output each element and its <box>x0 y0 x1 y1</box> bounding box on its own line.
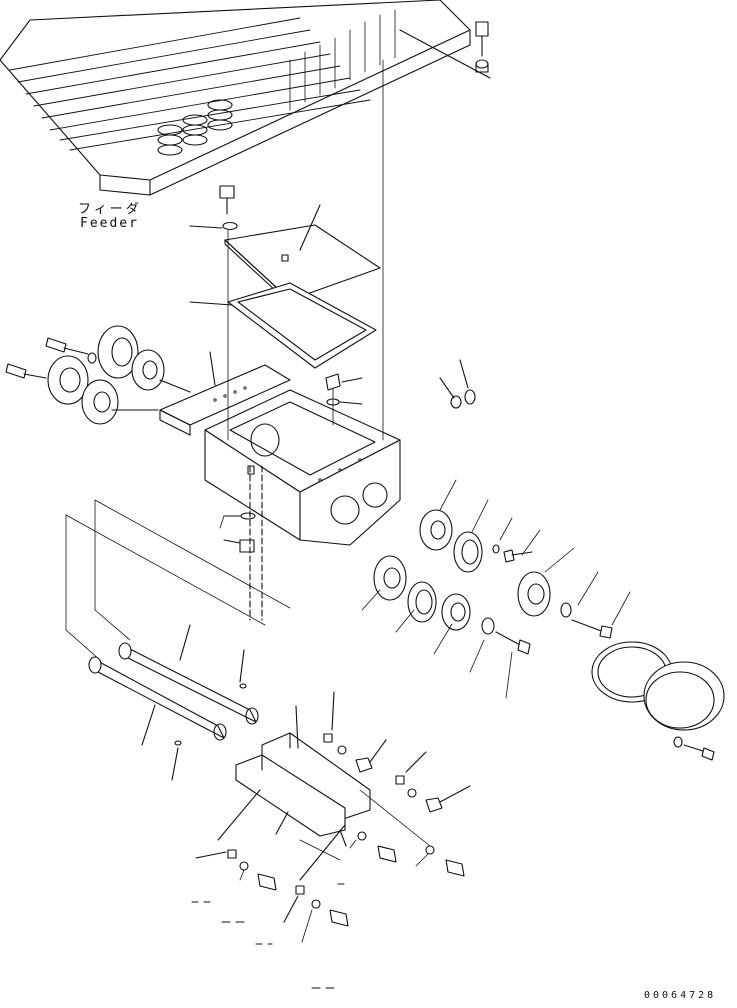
callout-marks <box>192 884 344 988</box>
plug-right <box>326 374 362 405</box>
fastener-set-1 <box>324 692 386 772</box>
bolt-end-cover <box>674 737 714 760</box>
shaft-frame-lines <box>66 500 290 660</box>
leader-lines <box>220 480 630 942</box>
bolt-top-right <box>400 22 490 78</box>
gasket <box>190 283 376 368</box>
washer-right-2 <box>561 603 571 617</box>
bolt-lower <box>496 632 530 654</box>
pin-lower <box>172 741 181 780</box>
fastener-set-5 <box>196 790 276 890</box>
bolt-right-2 <box>572 620 612 638</box>
gear-right <box>518 572 550 616</box>
seal-plate-right <box>454 532 482 572</box>
pin-upper <box>240 650 246 688</box>
flange-left <box>48 356 88 404</box>
seal-plate-lower <box>408 582 436 622</box>
washer-right-1 <box>493 545 499 553</box>
bearing-cap-left <box>98 326 138 378</box>
gear-lower <box>442 594 470 630</box>
fastener-set-3 <box>340 830 396 862</box>
fastener-set-6 <box>284 825 348 926</box>
shaft-upper <box>119 643 258 724</box>
washer-lower <box>482 618 494 634</box>
feeder-assembly <box>0 0 470 195</box>
bearing-right-2 <box>374 556 406 600</box>
bolt-left-upper <box>46 338 88 354</box>
end-cover <box>644 662 724 730</box>
drawing-number: 00064728 <box>644 990 717 1001</box>
washer-left <box>88 353 96 363</box>
bearing-right-1 <box>420 510 452 550</box>
feeder-label-english: Feeder <box>80 216 139 231</box>
plug-lower <box>224 466 262 620</box>
cover-plate <box>225 205 380 304</box>
bearing-left-lower <box>82 380 118 424</box>
seal-right-upper <box>440 360 475 408</box>
spring-stack <box>158 100 232 155</box>
bolt-left-lower <box>6 364 46 378</box>
bolt-cover <box>190 186 237 230</box>
support-bar-lower <box>236 755 345 836</box>
fastener-set-4 <box>360 790 464 876</box>
main-housing <box>160 352 400 545</box>
shaft-lower <box>89 657 226 740</box>
feeder-label-japanese: フィーダ <box>78 202 142 217</box>
bolt-right-1 <box>504 550 532 562</box>
fastener-set-2 <box>396 752 470 812</box>
bearing-left-upper <box>132 350 164 390</box>
